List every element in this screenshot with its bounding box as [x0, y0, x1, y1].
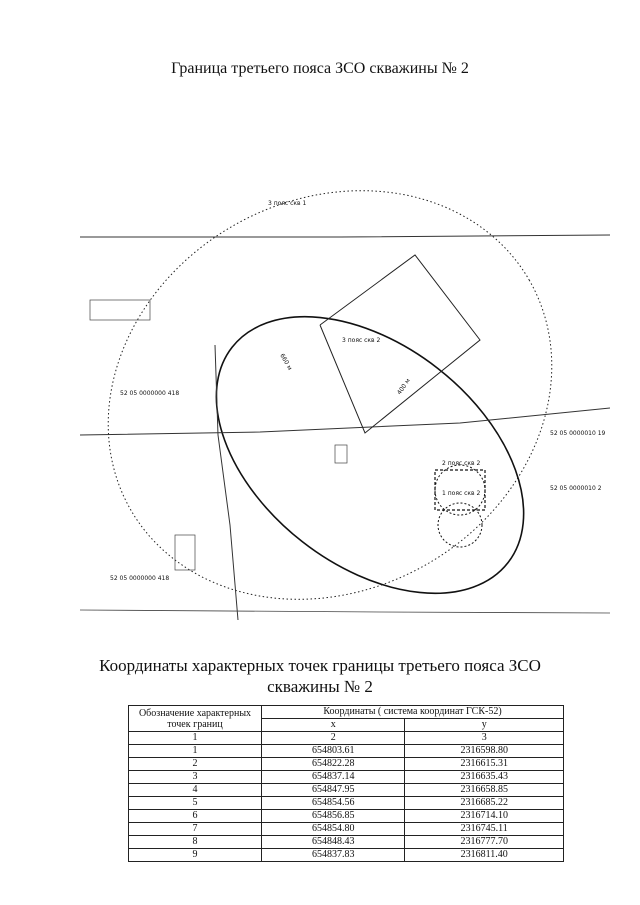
x-coordinate-cell: 654854.56 — [260, 796, 406, 810]
zone2-circle-b — [437, 502, 483, 548]
numbering-cell: 3 — [404, 731, 564, 745]
zone3-well2-label: 3 пояс скв 2 — [342, 337, 381, 344]
point-id-cell: 4 — [128, 783, 262, 797]
x-coordinate-cell: 654854.80 — [260, 822, 406, 836]
zone2-circle-a — [434, 464, 486, 516]
cadastral-label: 52 05 0000010 2 — [550, 485, 602, 492]
x-coordinate-cell: 654847.95 — [260, 783, 406, 797]
point-id-cell: 8 — [128, 835, 262, 849]
point-id-cell: 7 — [128, 822, 262, 836]
y-coordinate-cell: 2316745.11 — [404, 822, 564, 836]
y-coordinate-cell: 2316714.10 — [404, 809, 564, 823]
x-coordinate-cell: 654837.83 — [260, 848, 406, 862]
building — [89, 299, 151, 321]
y-coordinate-cell: 2316598.80 — [404, 744, 564, 758]
zone3-well1-boundary — [107, 190, 553, 600]
point-id-cell: 3 — [128, 770, 262, 784]
x-coordinate-cell: 654856.85 — [260, 809, 406, 823]
numbering-cell: 2 — [260, 731, 406, 745]
plot-polygon — [319, 254, 481, 434]
building — [174, 534, 196, 571]
y-coordinate-cell: 2316685.22 — [404, 796, 564, 810]
y-coordinate-cell: 2316635.43 — [404, 770, 564, 784]
zone3-well2-boundary — [215, 315, 525, 595]
map-title: Граница третьего пояса ЗСО скважины № 2 — [171, 60, 469, 77]
y-coordinate-cell: 2316777.70 — [404, 835, 564, 849]
col-y-header: у — [404, 718, 564, 732]
x-coordinate-cell: 654822.28 — [260, 757, 406, 771]
zone2-label: 2 пояс скв 2 — [442, 460, 481, 467]
y-coordinate-cell: 2316658.85 — [404, 783, 564, 797]
road-cross — [80, 407, 610, 436]
x-coordinate-cell: 654848.43 — [260, 835, 406, 849]
x-coordinate-cell: 654803.61 — [260, 744, 406, 758]
point-id-cell: 5 — [128, 796, 262, 810]
point-id-cell: 1 — [128, 744, 262, 758]
col-x-header: х — [260, 718, 406, 732]
coordinates-table: Обозначение характерных точек границ Коо… — [128, 705, 564, 862]
col-coordinates-header: Координаты ( система координат ГСК-52) — [261, 705, 564, 719]
zone1-label: 1 пояс скв 2 — [442, 490, 481, 497]
distance-label: 660 м — [278, 353, 293, 372]
y-coordinate-cell: 2316811.40 — [404, 848, 564, 862]
building — [334, 444, 348, 464]
table-title: Координаты характерных точек границы тре… — [0, 655, 640, 697]
col-point-header: Обозначение характерных точек границ — [128, 705, 262, 732]
numbering-cell: 1 — [128, 731, 262, 745]
x-coordinate-cell: 654837.14 — [260, 770, 406, 784]
cadastral-label: 52 05 0000000 418 — [110, 575, 169, 582]
road-vertical — [214, 344, 239, 621]
point-id-cell: 2 — [128, 757, 262, 771]
site-plan-map: 3 пояс скв 1 3 пояс скв 2 2 пояс скв 2 1… — [80, 190, 610, 621]
road-main — [80, 234, 610, 238]
cadastral-label: 52 05 0000000 418 — [120, 390, 179, 397]
road-bottom — [80, 609, 610, 614]
point-id-cell: 6 — [128, 809, 262, 823]
y-coordinate-cell: 2316615.31 — [404, 757, 564, 771]
table-title-line2: скважины № 2 — [267, 677, 373, 696]
point-id-cell: 9 — [128, 848, 262, 862]
zone3-well1-label: 3 пояс скв 1 — [268, 200, 307, 207]
table-title-line1: Координаты характерных точек границы тре… — [99, 656, 541, 675]
cadastral-label: 52 05 0000010 19 — [550, 430, 606, 437]
distance-label: 400 м — [396, 377, 412, 396]
